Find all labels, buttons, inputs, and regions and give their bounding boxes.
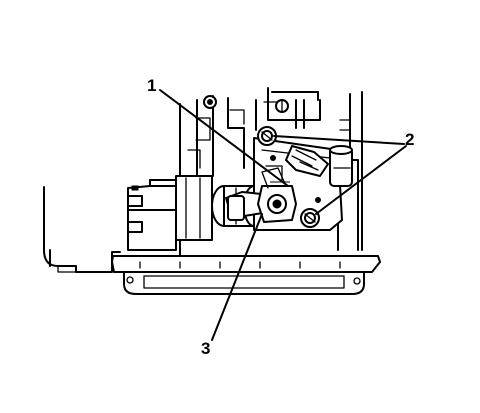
oil-pan [111, 255, 381, 295]
manual-shaft-lever [225, 167, 297, 223]
leader-3 [211, 213, 263, 341]
leader-2-upper [273, 135, 405, 145]
transmission-case-left [43, 186, 121, 273]
switch-bolt-lower [300, 208, 320, 228]
callout-label-2: 2 [405, 130, 415, 149]
leader-2-lower [315, 145, 407, 215]
callout-leaders [159, 89, 407, 341]
leader-1 [159, 89, 289, 187]
callout-label-1: 1 [147, 76, 157, 95]
callout-label-3: 3 [201, 339, 211, 358]
switch-bolt-upper [257, 126, 277, 146]
